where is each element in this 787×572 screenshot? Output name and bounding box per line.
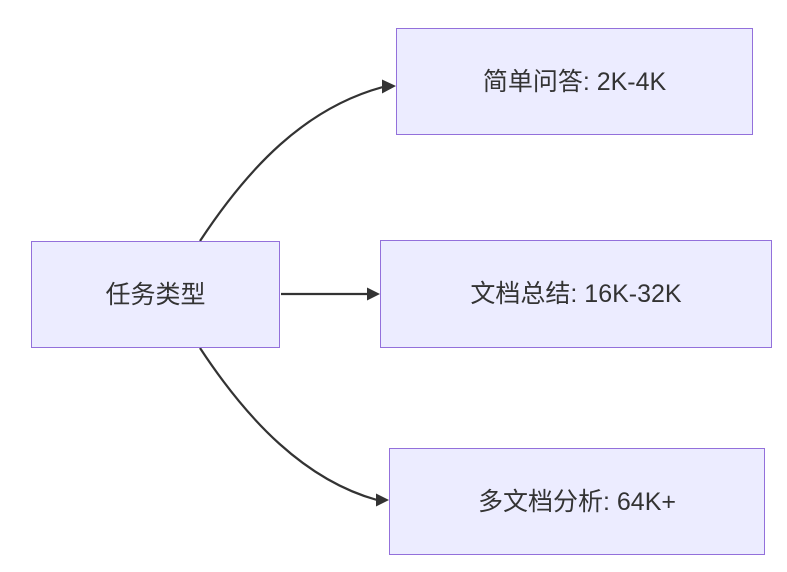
arrowhead-target1 <box>382 79 396 94</box>
arrowhead-target2 <box>367 287 380 301</box>
node-multi-doc-analysis: 多文档分析: 64K+ <box>389 448 765 555</box>
node-simple-qa: 简单问答: 2K-4K <box>396 28 753 135</box>
node-doc-summary-label: 文档总结: 16K-32K <box>470 280 682 308</box>
node-doc-summary: 文档总结: 16K-32K <box>380 240 772 348</box>
node-task-type: 任务类型 <box>31 241 280 348</box>
node-task-type-label: 任务类型 <box>105 280 206 309</box>
edge-source-to-target3 <box>199 347 389 507</box>
node-simple-qa-label: 简单问答: 2K-4K <box>482 67 667 96</box>
edge-source-to-target2 <box>281 287 380 301</box>
node-multi-doc-analysis-label: 多文档分析: 64K+ <box>478 487 676 516</box>
edge-source-to-target1 <box>199 79 396 242</box>
arrowhead-target3 <box>376 493 389 507</box>
